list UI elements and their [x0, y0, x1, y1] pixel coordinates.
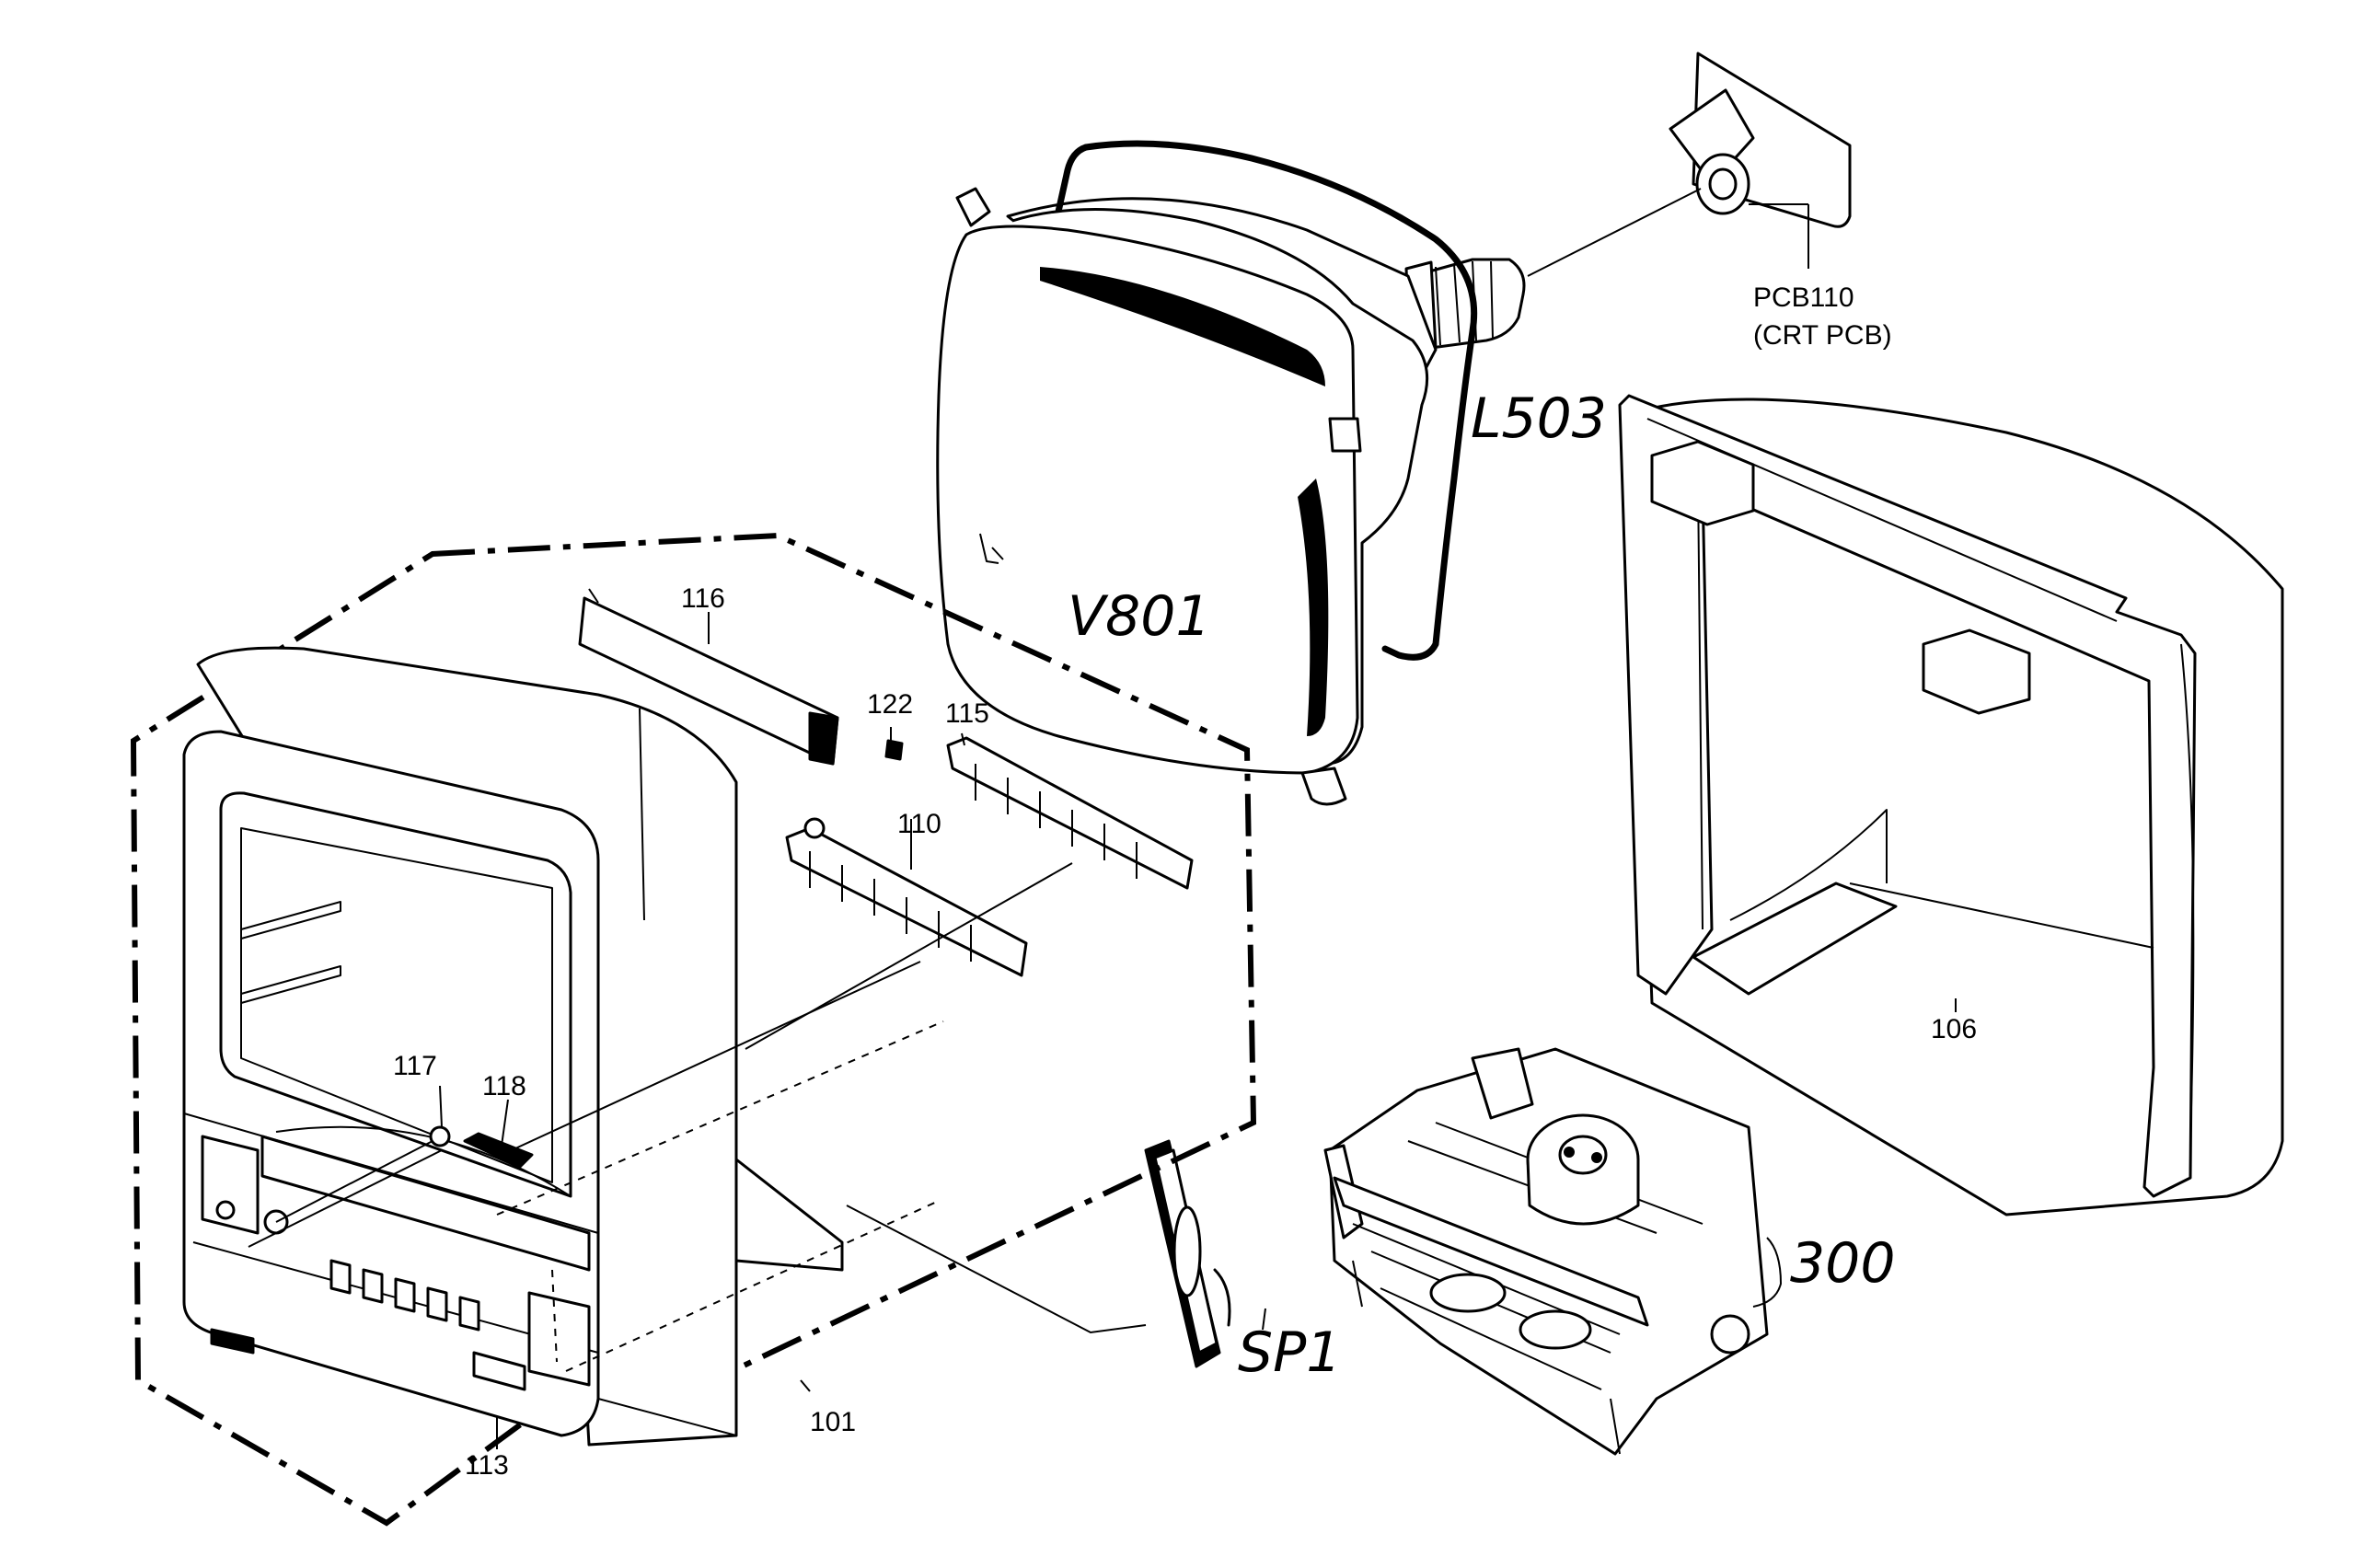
label-300: 300 — [1790, 1231, 1896, 1296]
label-sp1: SP1 — [1238, 1320, 1341, 1385]
part-117-led — [429, 1125, 451, 1147]
label-117: 117 — [393, 1051, 437, 1081]
label-v801: V801 — [1068, 584, 1211, 649]
label-118: 118 — [482, 1071, 526, 1101]
part-122-clip — [884, 739, 904, 761]
label-122: 122 — [867, 689, 913, 720]
label-crt-pcb: (CRT PCB) — [1753, 320, 1892, 351]
vcr-mechanism — [1323, 1047, 1783, 1456]
front-cabinet — [182, 646, 844, 1447]
label-106: 106 — [1931, 1014, 1977, 1044]
part-110-holder — [785, 817, 1028, 977]
label-101: 101 — [810, 1407, 856, 1437]
part-116-panel — [578, 588, 839, 766]
label-113: 113 — [465, 1450, 509, 1481]
label-pcb110: PCB110 — [1753, 282, 1854, 313]
rear-cabinet — [1618, 394, 2284, 1216]
label-110: 110 — [897, 809, 941, 839]
part-118-sensor — [463, 1132, 534, 1169]
speaker-sp1 — [1144, 1139, 1266, 1368]
leader-lines — [248, 612, 1147, 1449]
label-l503: L503 — [1471, 386, 1607, 451]
crt-picture-tube — [936, 140, 1478, 806]
label-115: 115 — [945, 698, 989, 729]
crt-neck-line — [1527, 188, 1702, 277]
crt-pcb-board — [1669, 52, 1852, 269]
label-116: 116 — [681, 583, 725, 614]
